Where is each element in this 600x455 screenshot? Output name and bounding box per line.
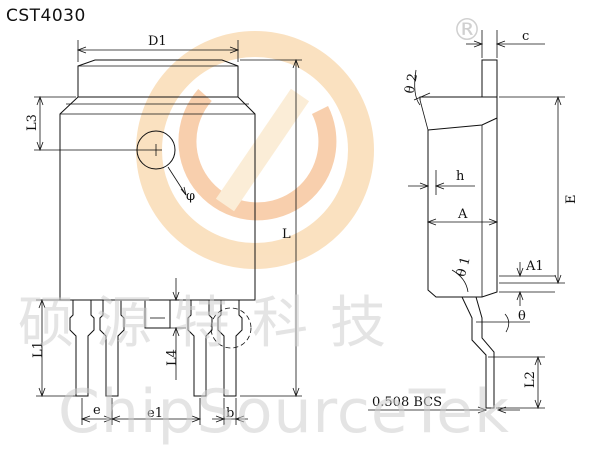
watermark-english: ChipSourceTek: [58, 377, 510, 447]
theta-label: θ: [518, 309, 526, 324]
part-number: CST4030: [6, 6, 86, 26]
lead-center-stub: [144, 300, 171, 329]
bcs-label: 0.508 BCS: [372, 395, 442, 410]
l3-label: L3: [25, 114, 40, 131]
a-label: A: [457, 207, 468, 222]
c-label: c: [522, 29, 529, 44]
l1-label: L1: [31, 341, 46, 358]
phi-label: φ: [186, 189, 195, 204]
lead-2: [99, 300, 125, 397]
lead-5: [217, 300, 243, 397]
d1-label: D1: [148, 34, 167, 49]
e1-label: e1: [147, 406, 163, 421]
l4-label: L4: [165, 349, 180, 366]
e-label: e: [93, 403, 101, 418]
lead-1: [69, 300, 95, 397]
e-height-label: E: [564, 195, 579, 205]
a1-label: A1: [525, 259, 544, 274]
l-label: L: [282, 227, 291, 242]
leads: [69, 300, 252, 397]
watermark-chinese: 硕源特科技: [18, 291, 408, 356]
lead-detail-circle: [210, 307, 252, 349]
b-label: b: [226, 406, 234, 421]
theta2-label: θ 2: [403, 72, 421, 95]
lead-4: [187, 300, 213, 397]
h-label: h: [456, 169, 465, 184]
side-view: c θ 2 h A E θ 1: [368, 29, 579, 414]
tab-outline: [77, 59, 239, 97]
registered-mark: ®: [452, 13, 482, 48]
front-view: φ D1 L3: [25, 34, 302, 425]
theta1-label: θ 1: [454, 255, 474, 278]
l2-label: L2: [523, 371, 538, 388]
side-tab: [481, 59, 498, 97]
